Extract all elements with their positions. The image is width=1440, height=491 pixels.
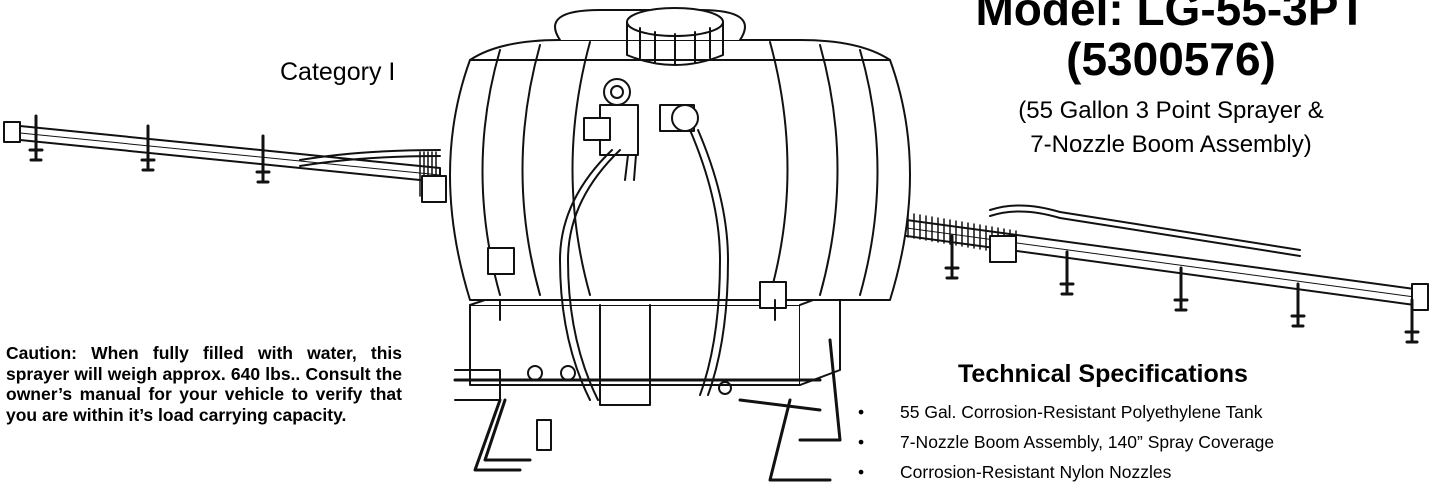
specs-item: • 55 Gal. Corrosion-Resistant Polyethyle… — [858, 397, 1274, 427]
bullet-icon: • — [858, 462, 865, 482]
right-nozzle-4 — [1290, 282, 1306, 328]
sprayer-frame — [453, 289, 842, 482]
model-description-line-1: (55 Gallon 3 Point Sprayer & — [1018, 97, 1324, 124]
specs-item-text: 7-Nozzle Boom Assembly, 140” Spray Cover… — [900, 432, 1275, 452]
caution-note: Caution: When fully filled with water, t… — [6, 343, 402, 425]
left-boom-spring — [419, 151, 437, 197]
right-nozzle-3 — [1173, 266, 1189, 312]
specs-item-text: Corrosion-Resistant Nylon Nozzles — [900, 462, 1172, 482]
fill-cap — [626, 7, 724, 66]
left-nozzle-3 — [255, 134, 271, 184]
specs-item: • Corrosion-Resistant Nylon Nozzles — [858, 457, 1274, 487]
hoses — [559, 129, 729, 401]
left-nozzle-1 — [28, 114, 44, 162]
right-nozzle-1 — [944, 234, 960, 280]
model-title: Model: LG-55-3PT — [975, 0, 1367, 35]
bullet-icon: • — [858, 402, 865, 422]
sprayer-tank — [449, 9, 911, 321]
category-label: Category I — [280, 58, 396, 86]
specs-item-text: 55 Gal. Corrosion-Resistant Polyethylene… — [900, 402, 1263, 422]
bullet-icon: • — [858, 432, 865, 452]
model-description-line-2: 7-Nozzle Boom Assembly) — [1030, 131, 1312, 158]
valve-assembly — [583, 78, 699, 156]
left-boom — [3, 114, 447, 203]
model-description: (55 Gallon 3 Point Sprayer & 7-Nozzle Bo… — [918, 94, 1424, 162]
model-number: (5300576) — [1066, 33, 1276, 85]
right-nozzle-5 — [1404, 298, 1420, 344]
right-boom — [869, 204, 1429, 344]
specs-title: Technical Specifications — [958, 360, 1248, 388]
left-nozzle-2 — [140, 124, 156, 172]
right-nozzle-2 — [1059, 250, 1075, 296]
specs-item: • 7-Nozzle Boom Assembly, 140” Spray Cov… — [858, 427, 1274, 457]
specs-list: • 55 Gal. Corrosion-Resistant Polyethyle… — [858, 397, 1274, 487]
